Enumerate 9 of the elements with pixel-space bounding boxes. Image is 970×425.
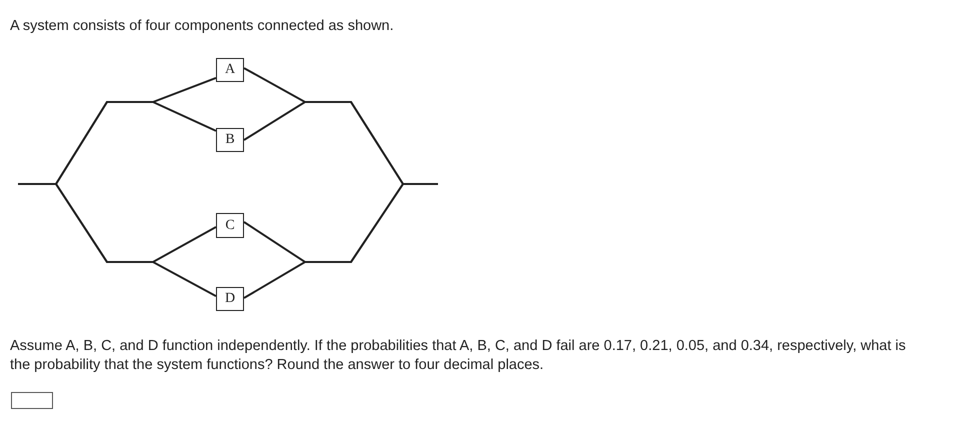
component-box: C bbox=[216, 213, 244, 238]
input-field bbox=[11, 392, 53, 409]
component-box: A bbox=[216, 58, 244, 82]
component-box: D bbox=[216, 287, 244, 311]
component-box: B bbox=[216, 128, 244, 152]
wire bbox=[18, 183, 216, 297]
wire bbox=[244, 183, 438, 299]
title: A system consists of four components connected as shown. bbox=[10, 17, 394, 36]
question-text: Assume A, B, C, and D function independently. If the probabilities that A, B, C, and D fail are 0.17, 0.21, 0.05, and 0.34, respectively, what is the probability that the system functions? Round the answer to four decimal places. bbox=[10, 337, 907, 375]
